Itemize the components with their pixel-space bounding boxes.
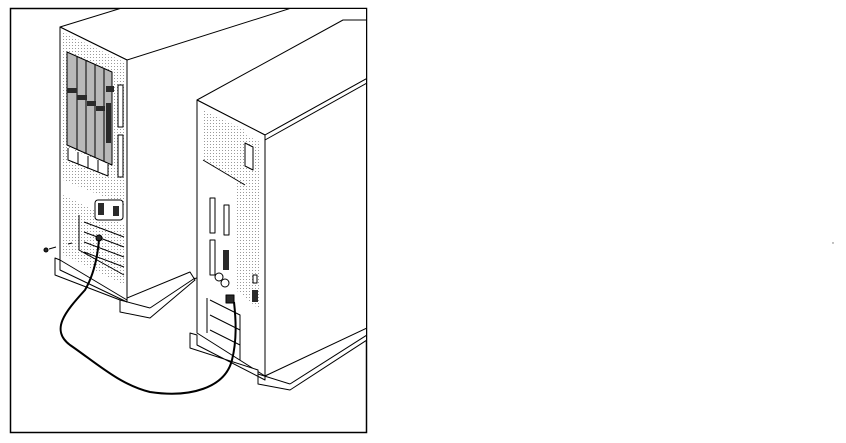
right-server-expansion-slots (206, 298, 241, 360)
right-cable-connector (225, 294, 235, 304)
lower-drive-bay (67, 148, 109, 177)
drive-bay-dividers (76, 57, 105, 161)
left-server-io-connectors (117, 84, 124, 178)
stray-dot (832, 242, 834, 244)
right-server-ports (209, 197, 258, 302)
power-supply (94, 199, 124, 221)
right-server-foot (189, 327, 366, 391)
screw-icon (43, 242, 73, 253)
left-server-foot (54, 257, 196, 319)
drive-handles (67, 86, 114, 143)
connecting-cable (59, 239, 237, 395)
right-server (189, 19, 366, 391)
expansion-slots (78, 215, 125, 276)
left-server-drive-bays (66, 51, 113, 166)
